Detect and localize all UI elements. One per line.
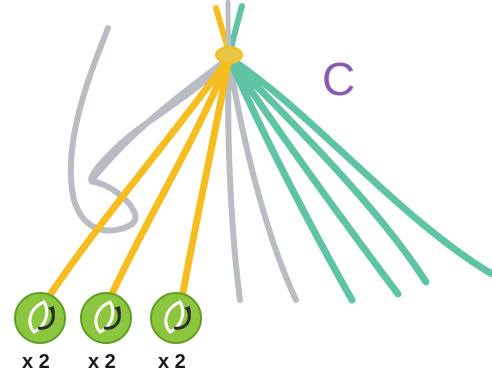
seed-icon-1 xyxy=(14,292,66,344)
teal-strands xyxy=(225,54,492,304)
yellow-strands xyxy=(44,54,233,302)
teal-strand-1 xyxy=(225,54,356,304)
gray-strand-3 xyxy=(89,55,232,183)
top-strand-teal xyxy=(228,3,245,51)
gray-strand-2 xyxy=(226,55,299,303)
panel-letter: C xyxy=(322,53,355,105)
yellow-strand-1 xyxy=(44,54,233,302)
curved-arrow-icon xyxy=(37,309,55,330)
knot-marker xyxy=(215,46,243,64)
sprouting-seed-glyph xyxy=(164,300,185,334)
teal-strand-4 xyxy=(225,54,492,278)
multiplier-label-2: x 2 xyxy=(88,351,116,373)
multiplier-label-3: x 2 xyxy=(158,351,186,373)
gray-strand-1 xyxy=(225,55,243,303)
sprouting-seed-glyph xyxy=(94,300,115,334)
top-strands xyxy=(213,0,245,51)
sprouting-seed-glyph xyxy=(28,300,49,334)
gray-loop-strand xyxy=(67,25,232,234)
curved-arrow-icon xyxy=(103,309,121,330)
gray-strands xyxy=(89,55,299,303)
seed-icon-2 xyxy=(80,292,132,344)
teal-strand-3 xyxy=(225,54,430,286)
curved-arrow-icon xyxy=(173,309,191,330)
seed-icon-3 xyxy=(150,292,202,344)
multiplier-label-1: x 2 xyxy=(22,351,50,373)
top-strand-gray xyxy=(225,0,232,51)
yellow-strand-2 xyxy=(106,54,233,302)
yellow-strand-3 xyxy=(178,54,233,302)
teal-strand-2 xyxy=(225,54,402,298)
